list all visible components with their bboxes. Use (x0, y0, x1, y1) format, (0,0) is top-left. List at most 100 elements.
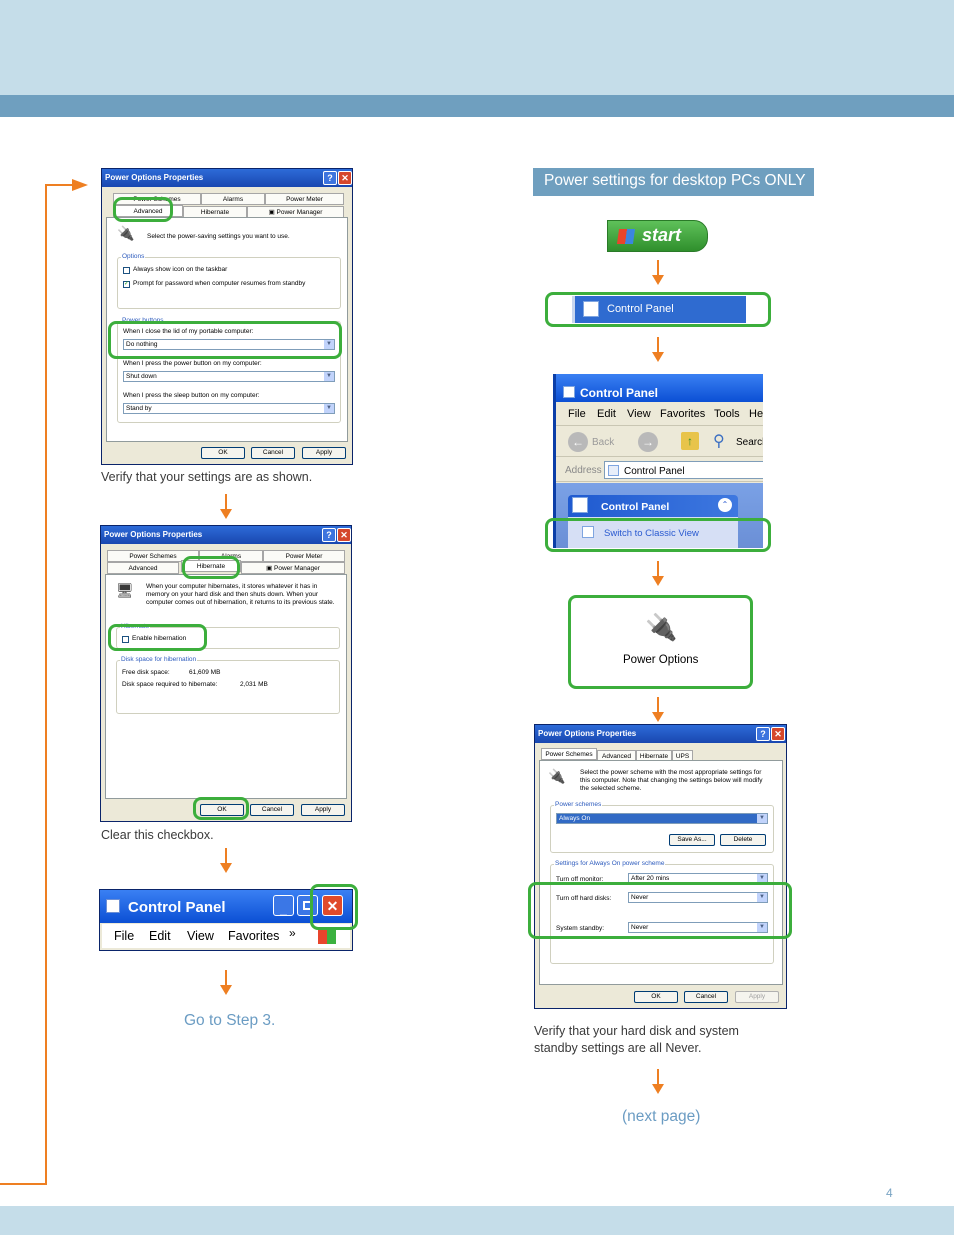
dialog-title-bar: Power Options Properties ? ✕ (101, 526, 351, 544)
menu-file[interactable]: File (568, 408, 586, 420)
chevron-more-icon[interactable]: » (289, 926, 296, 940)
up-folder-icon[interactable]: ↑ (681, 432, 699, 450)
sleep-button-label: When I press the sleep button on my comp… (123, 392, 260, 399)
hard-disk-select[interactable]: Never ▼ (628, 892, 768, 903)
system-standby-label: System standby: (556, 925, 605, 932)
menu-tools[interactable]: Tools (714, 408, 740, 420)
ok-button[interactable]: OK (634, 991, 678, 1003)
control-panel-icon (582, 526, 594, 538)
power-scheme-select[interactable]: Always On▼ (556, 813, 768, 824)
search-icon[interactable]: ⚲ (713, 433, 725, 450)
tab-power-manager[interactable]: ▣ Power Manager (241, 562, 345, 574)
delete-button[interactable]: Delete (720, 834, 766, 846)
go-to-step-3[interactable]: Go to Step 3. (184, 1012, 276, 1029)
power-manager-icon: ▣ (268, 209, 277, 216)
chevron-down-icon: ▼ (324, 404, 334, 413)
menu-edit[interactable]: Edit (597, 408, 616, 420)
control-panel-window-title-bar: Control Panel (556, 374, 763, 402)
ok-button[interactable]: OK (200, 804, 244, 816)
highlight-lid-setting (108, 321, 342, 359)
enable-hibernation-label: Enable hibernation (132, 635, 187, 642)
cancel-button[interactable]: Cancel (250, 804, 294, 816)
next-page-link[interactable]: (next page) (622, 1108, 701, 1125)
control-panel-menu-item[interactable]: Control Panel (572, 296, 746, 323)
close-window-button[interactable]: ✕ (322, 895, 343, 916)
flow-arrow-head-icon (72, 179, 88, 191)
close-icon[interactable]: ✕ (771, 727, 785, 741)
page-number: 4 (886, 1186, 893, 1200)
start-button[interactable]: start (607, 220, 708, 252)
help-icon[interactable]: ? (323, 171, 337, 185)
menu-edit[interactable]: Edit (149, 929, 171, 943)
caption-verify-disk: Verify that your hard disk and system st… (534, 1024, 739, 1055)
control-panel-icon (583, 301, 599, 317)
enable-hibernation-checkbox[interactable] (122, 636, 129, 643)
tasks-pane-title: Control Panel (601, 501, 670, 513)
back-icon[interactable]: ← (568, 432, 588, 452)
cancel-button[interactable]: Cancel (684, 991, 728, 1003)
power-manager-icon: ▣ (266, 565, 275, 572)
hibernate-group (116, 627, 340, 649)
monitor-label: Turn off monitor: (556, 876, 604, 883)
options-group-title: Options (121, 253, 146, 260)
show-icon-label: Always show icon on the taskbar (133, 266, 228, 273)
close-icon[interactable]: ✕ (338, 171, 352, 185)
power-button-value: Shut down (126, 373, 157, 380)
show-icon-checkbox[interactable] (123, 267, 130, 274)
help-icon[interactable]: ? (322, 528, 336, 542)
power-options-advanced-dialog: Power Options Properties ? ✕ Power Schem… (101, 168, 353, 465)
apply-button[interactable]: Apply (301, 804, 345, 816)
hibernate-intro-2: memory on your hard disk and then shuts … (146, 591, 318, 598)
windows-logo-icon (318, 928, 336, 944)
save-as-button[interactable]: Save As... (669, 834, 715, 846)
hard-disk-value: Never (631, 894, 649, 901)
advanced-intro: Select the power-saving settings you wan… (147, 233, 290, 240)
menu-favorites[interactable]: Favorites (228, 929, 280, 943)
chevron-down-icon: ▼ (324, 372, 334, 381)
disk-space-group (116, 660, 340, 714)
highlight-switch-classic-view (545, 518, 771, 552)
chevron-down-icon: ▼ (757, 893, 767, 902)
address-bar: Address Control Panel (556, 458, 763, 482)
apply-button[interactable]: Apply (735, 991, 779, 1003)
help-icon[interactable]: ? (756, 727, 770, 741)
system-standby-select[interactable]: Never▼ (628, 922, 768, 933)
menu-favorites[interactable]: Favorites (660, 408, 706, 420)
disk-space-group-title: Disk space for hibernation (120, 656, 198, 663)
tab-power-schemes[interactable]: Power Schemes (107, 550, 199, 562)
cancel-button[interactable]: Cancel (251, 447, 295, 459)
forward-icon[interactable]: → (638, 432, 658, 452)
menu-file[interactable]: File (114, 929, 135, 943)
lid-action-select[interactable]: Do nothing▼ (123, 339, 335, 350)
power-options-icon: 🔌 (645, 612, 678, 642)
address-field[interactable]: Control Panel (604, 461, 763, 479)
tab-power-schemes[interactable]: Power Schemes (541, 748, 597, 760)
highlight-ok-button (193, 797, 249, 820)
power-button-select[interactable]: Shut down ▼ (123, 371, 335, 382)
flow-bracket-bottom (0, 1183, 47, 1185)
tab-power-meter[interactable]: Power Meter (265, 193, 344, 205)
tab-alarms[interactable]: Alarms (201, 193, 265, 205)
tab-advanced[interactable]: Advanced (107, 562, 179, 574)
scheme-settings-group-title: Settings for Always On power scheme (554, 860, 666, 867)
apply-button[interactable]: Apply (302, 447, 346, 459)
prompt-password-checkbox[interactable]: ✓ (123, 281, 130, 288)
ok-button[interactable]: OK (201, 447, 245, 459)
control-panel-icon (572, 497, 588, 513)
minimize-button[interactable]: _ (273, 895, 294, 916)
menu-help[interactable]: Hel (749, 408, 763, 420)
tab-hibernate[interactable]: Hibernate (181, 560, 241, 572)
highlight-enable-checkbox (108, 624, 207, 651)
power-options-item[interactable]: 🔌 Power Options (568, 595, 753, 689)
switch-classic-view-link[interactable]: Switch to Classic View (568, 517, 738, 548)
collapse-icon[interactable]: ⌃ (718, 498, 732, 512)
menu-view[interactable]: View (627, 408, 651, 420)
menu-view[interactable]: View (187, 929, 214, 943)
tab-power-meter[interactable]: Power Meter (263, 550, 345, 562)
search-label[interactable]: Search (736, 437, 763, 448)
close-icon[interactable]: ✕ (337, 528, 351, 542)
address-label: Address (565, 465, 602, 476)
sleep-button-select[interactable]: Stand by▼ (123, 403, 335, 414)
back-label[interactable]: Back (592, 437, 615, 448)
advanced-panel: 🔌 Select the power-saving settings you w… (106, 217, 348, 442)
